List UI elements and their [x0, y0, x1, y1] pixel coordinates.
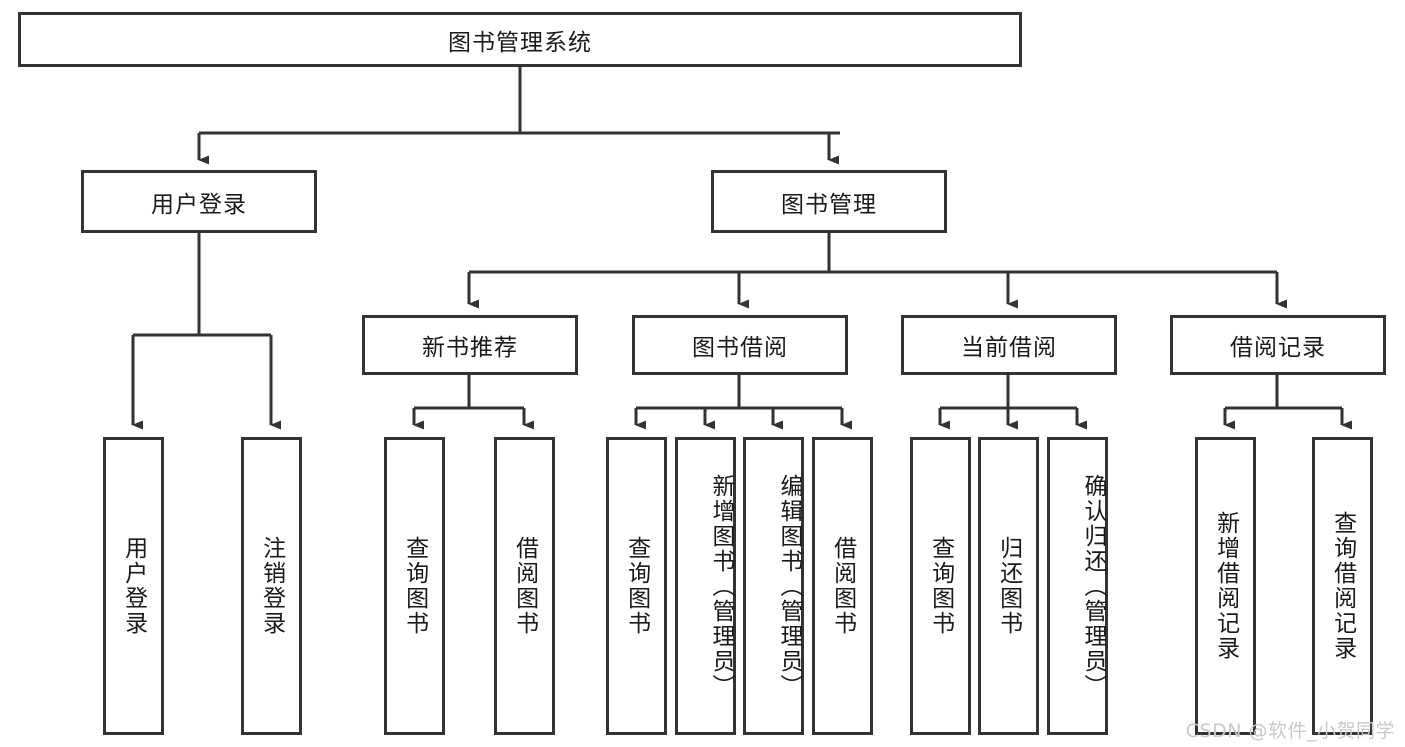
- leaf-query-book-recommend[interactable]: 查询图书: [384, 437, 445, 735]
- node-label: 查询图书: [927, 536, 954, 636]
- leaf-borrow-book-borrow[interactable]: 借阅图书: [812, 437, 873, 735]
- node-label: 确认归还（管理员）: [1080, 473, 1106, 699]
- leaf-confirm-return[interactable]: 确认归还（管理员）: [1047, 437, 1108, 735]
- node-borrow-record[interactable]: 借阅记录: [1170, 315, 1386, 375]
- node-label: 编辑图书（管理员）: [776, 473, 802, 699]
- leaf-query-book-current[interactable]: 查询图书: [910, 437, 971, 735]
- leaf-query-borrow-record[interactable]: 查询借阅记录: [1312, 437, 1373, 735]
- node-label: 图书借阅: [692, 335, 788, 361]
- leaf-edit-book[interactable]: 编辑图书（管理员）: [743, 437, 804, 735]
- node-label: 归还图书: [995, 536, 1022, 636]
- node-label: 图书管理系统: [448, 29, 592, 56]
- node-label: 新增图书（管理员）: [708, 473, 734, 699]
- node-label: 用户登录: [151, 191, 247, 218]
- node-label: 用户登录: [120, 536, 147, 636]
- node-label: 查询借阅记录: [1329, 511, 1356, 661]
- node-current-borrow[interactable]: 当前借阅: [901, 315, 1117, 375]
- node-label: 新增借阅记录: [1212, 511, 1239, 661]
- leaf-user-login[interactable]: 用户登录: [103, 437, 164, 735]
- node-book-borrow[interactable]: 图书借阅: [632, 315, 848, 375]
- watermark-text: CSDN @软件_小贺同学: [1185, 720, 1395, 742]
- node-label: 当前借阅: [961, 335, 1057, 361]
- leaf-logout[interactable]: 注销登录: [241, 437, 302, 735]
- node-label: 借阅图书: [511, 536, 538, 636]
- node-label: 新书推荐: [422, 335, 518, 361]
- node-user-login[interactable]: 用户登录: [81, 170, 317, 233]
- node-book-management[interactable]: 图书管理: [711, 170, 947, 233]
- node-new-book-recommend[interactable]: 新书推荐: [362, 315, 578, 375]
- node-label: 注销登录: [258, 536, 285, 636]
- leaf-borrow-book-recommend[interactable]: 借阅图书: [494, 437, 555, 735]
- node-label: 查询图书: [623, 536, 650, 636]
- node-label: 图书管理: [781, 191, 877, 218]
- leaf-return-book[interactable]: 归还图书: [978, 437, 1039, 735]
- node-label: 查询图书: [401, 536, 428, 636]
- leaf-query-book-borrow[interactable]: 查询图书: [606, 437, 667, 735]
- leaf-add-borrow-record[interactable]: 新增借阅记录: [1195, 437, 1256, 735]
- node-label: 借阅记录: [1230, 335, 1326, 361]
- node-root-system[interactable]: 图书管理系统: [18, 12, 1022, 67]
- node-label: 借阅图书: [829, 536, 856, 636]
- leaf-add-book[interactable]: 新增图书（管理员）: [675, 437, 736, 735]
